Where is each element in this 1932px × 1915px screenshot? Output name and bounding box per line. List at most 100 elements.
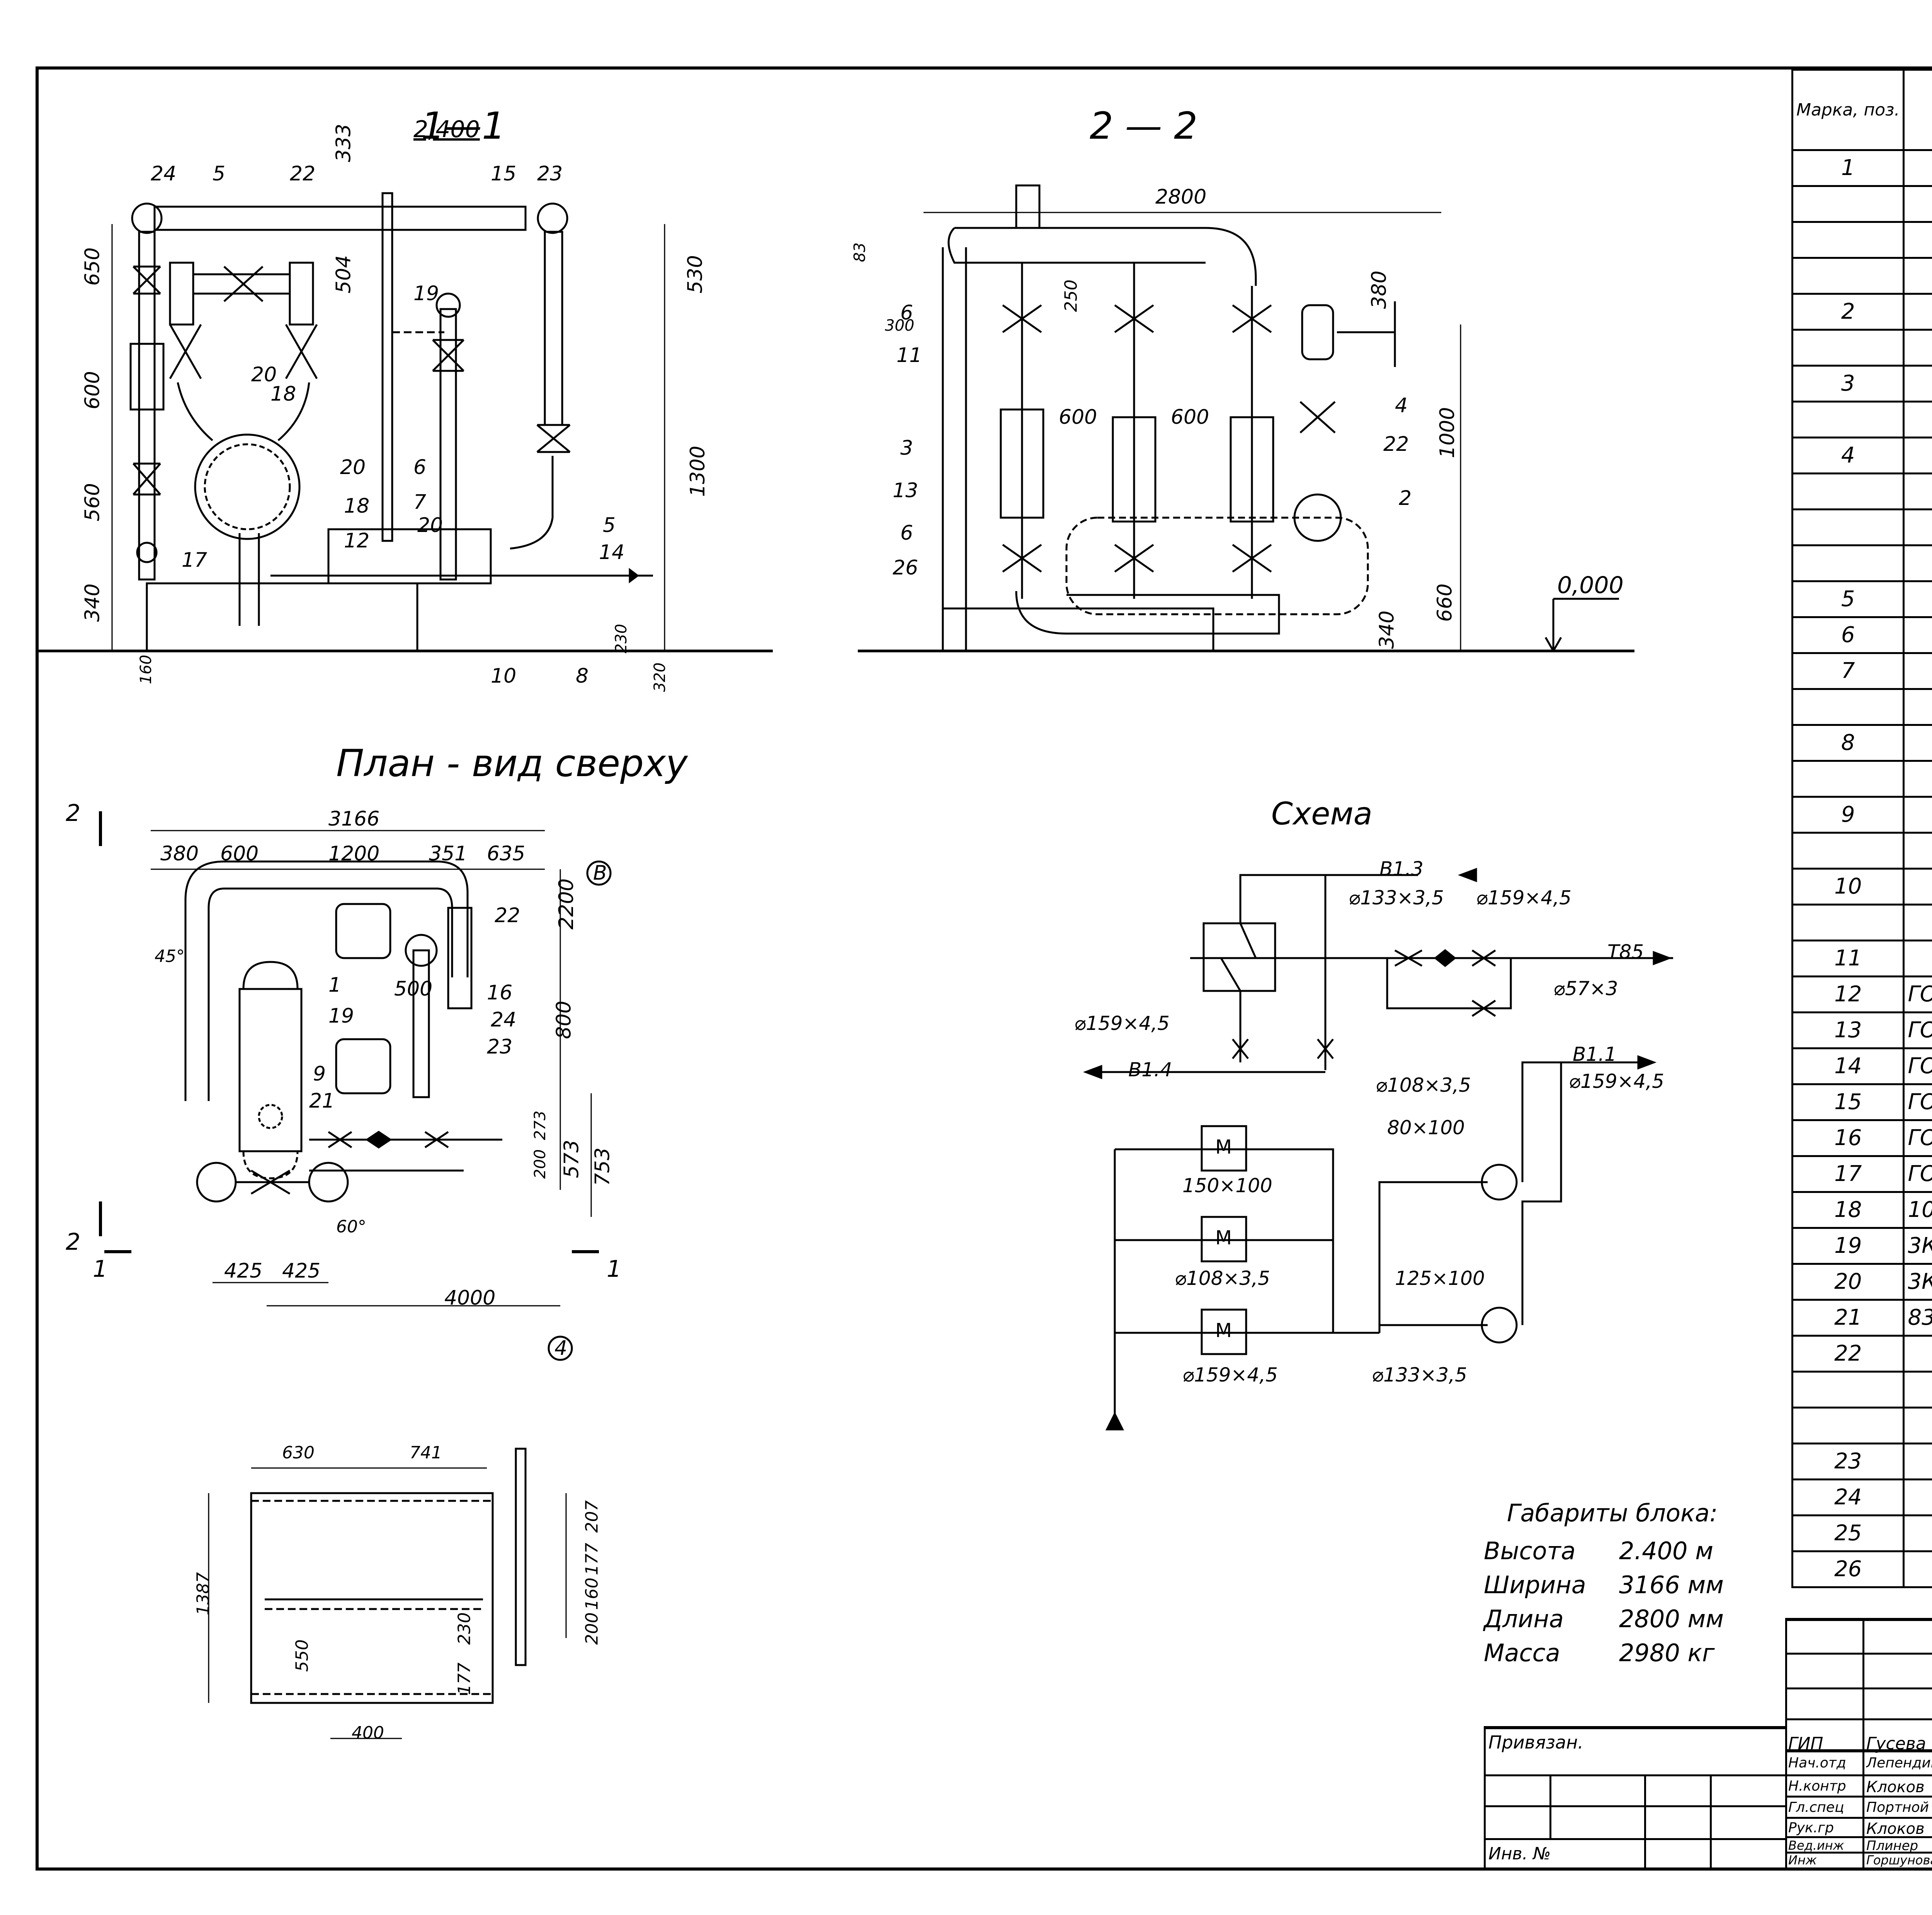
callout-label: 1 — [328, 974, 342, 997]
callout-label: 20 — [251, 363, 277, 386]
cell-designation — [1903, 365, 1932, 403]
cell-position: 24 — [1791, 1478, 1905, 1516]
pipe-size-label: ⌀159×4,5 — [1074, 1012, 1170, 1035]
elevation-mark: 0,000 — [1557, 572, 1624, 599]
spec-row: 26Металлоконструкция1170,0 — [1791, 1550, 1932, 1588]
cell-position: 17 — [1791, 1155, 1905, 1193]
callout-label: 24 — [151, 162, 177, 185]
cell-designation — [1903, 796, 1932, 834]
callout-label: 11 — [896, 344, 922, 367]
dim-label: 177 — [582, 1543, 602, 1575]
spec-row: 15ГОСТ 14911-82Опора ОПБ2-15911,32 — [1791, 1083, 1932, 1121]
spec-row: электродвигателем — [1791, 185, 1932, 223]
spec-row: муфтовый 15ч8п2, ⌀5035,8 — [1791, 904, 1932, 941]
dim-label: 200 — [582, 1612, 602, 1645]
cell-designation — [1903, 1335, 1932, 1373]
spec-row: ных электросварных труб — [1791, 1371, 1932, 1409]
spec-row: 6то же , 30ч6бр, ⌀100839,5Pу=1,0МПа — [1791, 616, 1932, 654]
scheme-labels: В1.3 ⌀133×3,5 ⌀159×4,5 Т85 ⌀57×3 ⌀159×4,… — [1063, 792, 1719, 1449]
spec-row: магнитный АМО-25-У4370.0 — [1791, 401, 1932, 438]
dim-label: 400 — [352, 1723, 384, 1743]
block-dimensions-title: Габариты блока: — [1507, 1499, 1718, 1527]
pipe-size-label: 80×100 — [1387, 1116, 1465, 1139]
cell-designation — [1903, 185, 1932, 223]
title-block: ТП 903-1-245.87 - ТМ ГИП Гусева Нач.отд … — [1785, 1618, 1932, 1871]
block-dim-value: 3166 мм — [1619, 1570, 1724, 1599]
cell-designation — [1903, 1443, 1932, 1480]
section-2-2-title: 2 — 2 — [1090, 104, 1198, 148]
spec-row: вая 30ч6бр ⌀150273,5Pу=1,0МПа — [1791, 544, 1932, 582]
cell-designation — [1903, 760, 1932, 798]
dim-label: 600 — [1059, 406, 1097, 429]
dim-label: 600 — [1171, 406, 1209, 429]
dim-label: 600 — [220, 842, 259, 865]
cell-designation — [1903, 437, 1932, 474]
pipe-size-label: 125×100 — [1395, 1267, 1485, 1290]
cell-designation — [1903, 580, 1932, 618]
pipe-size-label: 150×100 — [1182, 1174, 1272, 1197]
spec-row: 14ГОСТ 12821-80Фланец 1-80-622,76 — [1791, 1047, 1932, 1085]
block-dim-value: 2.400 м — [1619, 1536, 1713, 1565]
scheme-title: Схема — [1271, 796, 1372, 832]
spec-row: 16ГОСТ 14911-82Опора ОПБ2-10810,56 — [1791, 1119, 1932, 1157]
spec-row: 2Подогреватель паро-Q=100т/ч — [1791, 293, 1932, 331]
dim-label: 1300 — [686, 445, 710, 497]
binding-label: Привязан. — [1488, 1732, 1583, 1753]
callout-label: 19 — [328, 1004, 354, 1028]
cell-position: 1 — [1791, 149, 1905, 187]
spec-row: 23то же, ГОСТ10704-76 ⌀133×43,012,73 — [1791, 1443, 1932, 1480]
dim-label: 300 — [885, 317, 915, 335]
callout-label: 24 — [491, 1008, 517, 1031]
spec-row: 12ГОСТ 12820-80Фланец 1-150-1028,17 — [1791, 975, 1932, 1013]
line-label: В1.1 — [1573, 1043, 1617, 1065]
callout-label: 22 — [495, 904, 520, 927]
callout-label: 26 — [893, 556, 918, 579]
plan-view-labels: 3166 380 600 1200 351 635 2200 800 273 2… — [58, 792, 947, 1410]
spec-row: 2183КЧ-3-75Бобышка1— — [1791, 1299, 1932, 1337]
pipe-size-label: ⌀133×3,5 — [1372, 1364, 1467, 1386]
section-mark: 1 — [607, 1256, 622, 1283]
dim-label: 425 — [282, 1259, 321, 1283]
signature-name: Клоков — [1866, 1778, 1925, 1796]
cell-designation — [1903, 401, 1932, 438]
cell-designation: ГОСТ 12821-80 — [1903, 1011, 1932, 1049]
dim-label: 425 — [224, 1259, 263, 1283]
cell-position: 13 — [1791, 1011, 1905, 1049]
callout-label: 17 — [182, 549, 207, 572]
signature-role: ГИП — [1788, 1734, 1823, 1754]
cell-position — [1791, 544, 1905, 582]
dim-label: 560 — [81, 483, 104, 522]
dim-label: 753 — [591, 1147, 614, 1186]
callout-label: 20 — [340, 456, 366, 479]
callout-label: 5 — [213, 162, 226, 185]
pipe-size-label: ⌀159×4,5 — [1182, 1364, 1278, 1386]
callout-label: 16 — [487, 981, 513, 1004]
cell-designation — [1903, 1550, 1932, 1588]
dim-label: 741 — [410, 1443, 442, 1463]
callout-label: 4 — [1395, 394, 1408, 417]
dim-label: 1000 — [1436, 407, 1459, 459]
cell-position — [1791, 688, 1905, 726]
dim-label: 160 — [137, 654, 155, 685]
motor-label: M — [1215, 1319, 1232, 1342]
spec-row: 11то же , 15ч8п2, ⌀1530,75 — [1791, 940, 1932, 977]
callout-label: 20 — [417, 514, 443, 537]
dim-label: 2800 — [1155, 185, 1207, 209]
cell-designation: ГОСТ 14911-82 — [1903, 1083, 1932, 1121]
callout-label: 6 — [413, 456, 427, 479]
cell-designation — [1903, 1407, 1932, 1444]
pipe-size-label: ⌀108×3,5 — [1376, 1074, 1471, 1096]
specification-table: Марка, поз. Обозначение Наименование Кол… — [1791, 69, 1932, 1588]
callout-label: 6 — [900, 301, 913, 325]
spec-row: ная с выдвижным — [1791, 472, 1932, 510]
plan-view-drawing — [99, 811, 612, 1361]
spec-row: 9Конденсатоотвод-Pу=1,6МПа — [1791, 796, 1932, 834]
callout-label: 9 — [313, 1062, 326, 1086]
cell-position: 10 — [1791, 868, 1905, 906]
cell-position: 20 — [1791, 1263, 1905, 1301]
signature-role: Н.контр — [1788, 1778, 1846, 1794]
cell-designation — [1903, 652, 1932, 690]
